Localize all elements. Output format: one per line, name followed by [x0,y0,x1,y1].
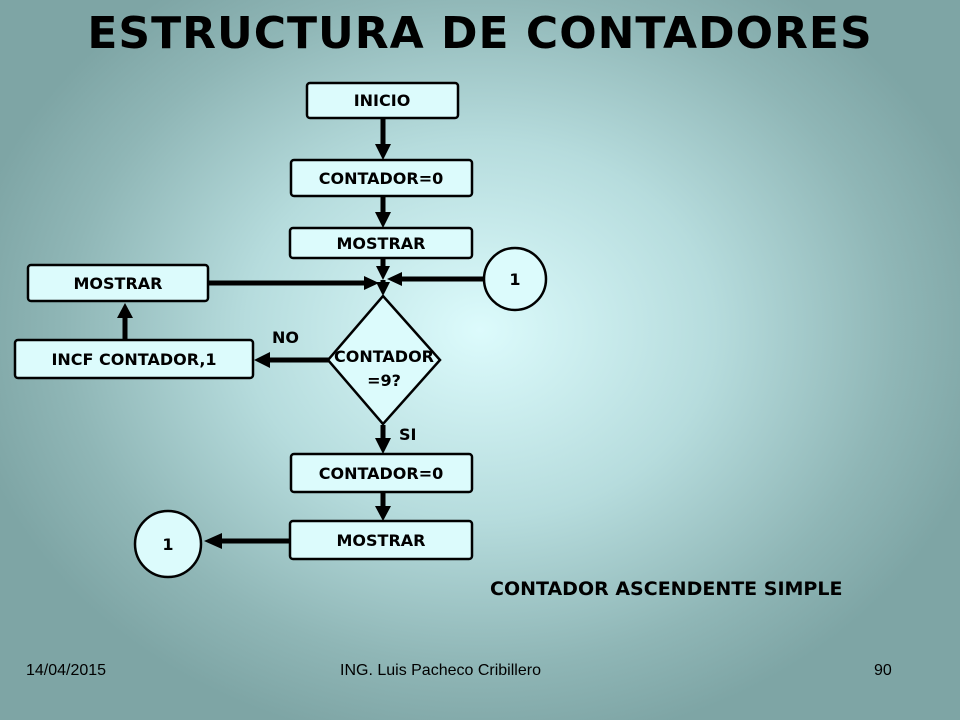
arrowhead [254,352,270,368]
page-title: ESTRUCTURA DE CONTADORES [87,8,873,59]
connector-label: 1 [509,270,520,289]
decision-label-line2: =9? [367,371,401,390]
node-mostrar-1: MOSTRAR [288,226,474,260]
diagram-caption: CONTADOR ASCENDENTE SIMPLE [490,578,843,600]
edge-label-no: NO [272,328,299,347]
arrowhead [376,282,390,296]
node-label: MOSTRAR [74,274,163,293]
node-decision: CONTADOR =9? [326,294,442,426]
arrowhead [375,506,391,521]
node-label: CONTADOR=0 [319,464,444,483]
node-connector-left: 1 [133,509,203,579]
decision-label-line1: CONTADOR [334,347,434,366]
arrowhead [204,533,222,549]
flowchart-edges [117,118,484,549]
node-inicio: INICIO [305,81,460,120]
arrowhead [375,144,391,160]
arrowhead [117,303,133,318]
arrowhead [364,276,379,290]
arrowhead [387,272,402,286]
node-mostrar-left: MOSTRAR [26,263,210,303]
node-label: INICIO [354,91,411,110]
footer-page-number: 90 [874,662,892,679]
connector-label: 1 [162,535,173,554]
footer-author: ING. Luis Pacheco Cribillero [340,662,541,679]
arrowhead [375,212,391,228]
arrowhead [376,266,390,280]
node-label: CONTADOR=0 [319,169,444,188]
edge-label-si: SI [399,425,416,444]
node-contador-init: CONTADOR=0 [289,158,474,198]
node-label: INCF CONTADOR,1 [51,350,216,369]
arrowhead [375,438,391,454]
node-contador-reset: CONTADOR=0 [289,452,474,494]
node-label: MOSTRAR [337,531,426,550]
node-connector-right: 1 [482,246,548,312]
node-mostrar-2: MOSTRAR [288,519,474,561]
node-label: MOSTRAR [337,234,426,253]
node-incf: INCF CONTADOR,1 [13,338,255,380]
footer-date: 14/04/2015 [26,662,107,679]
